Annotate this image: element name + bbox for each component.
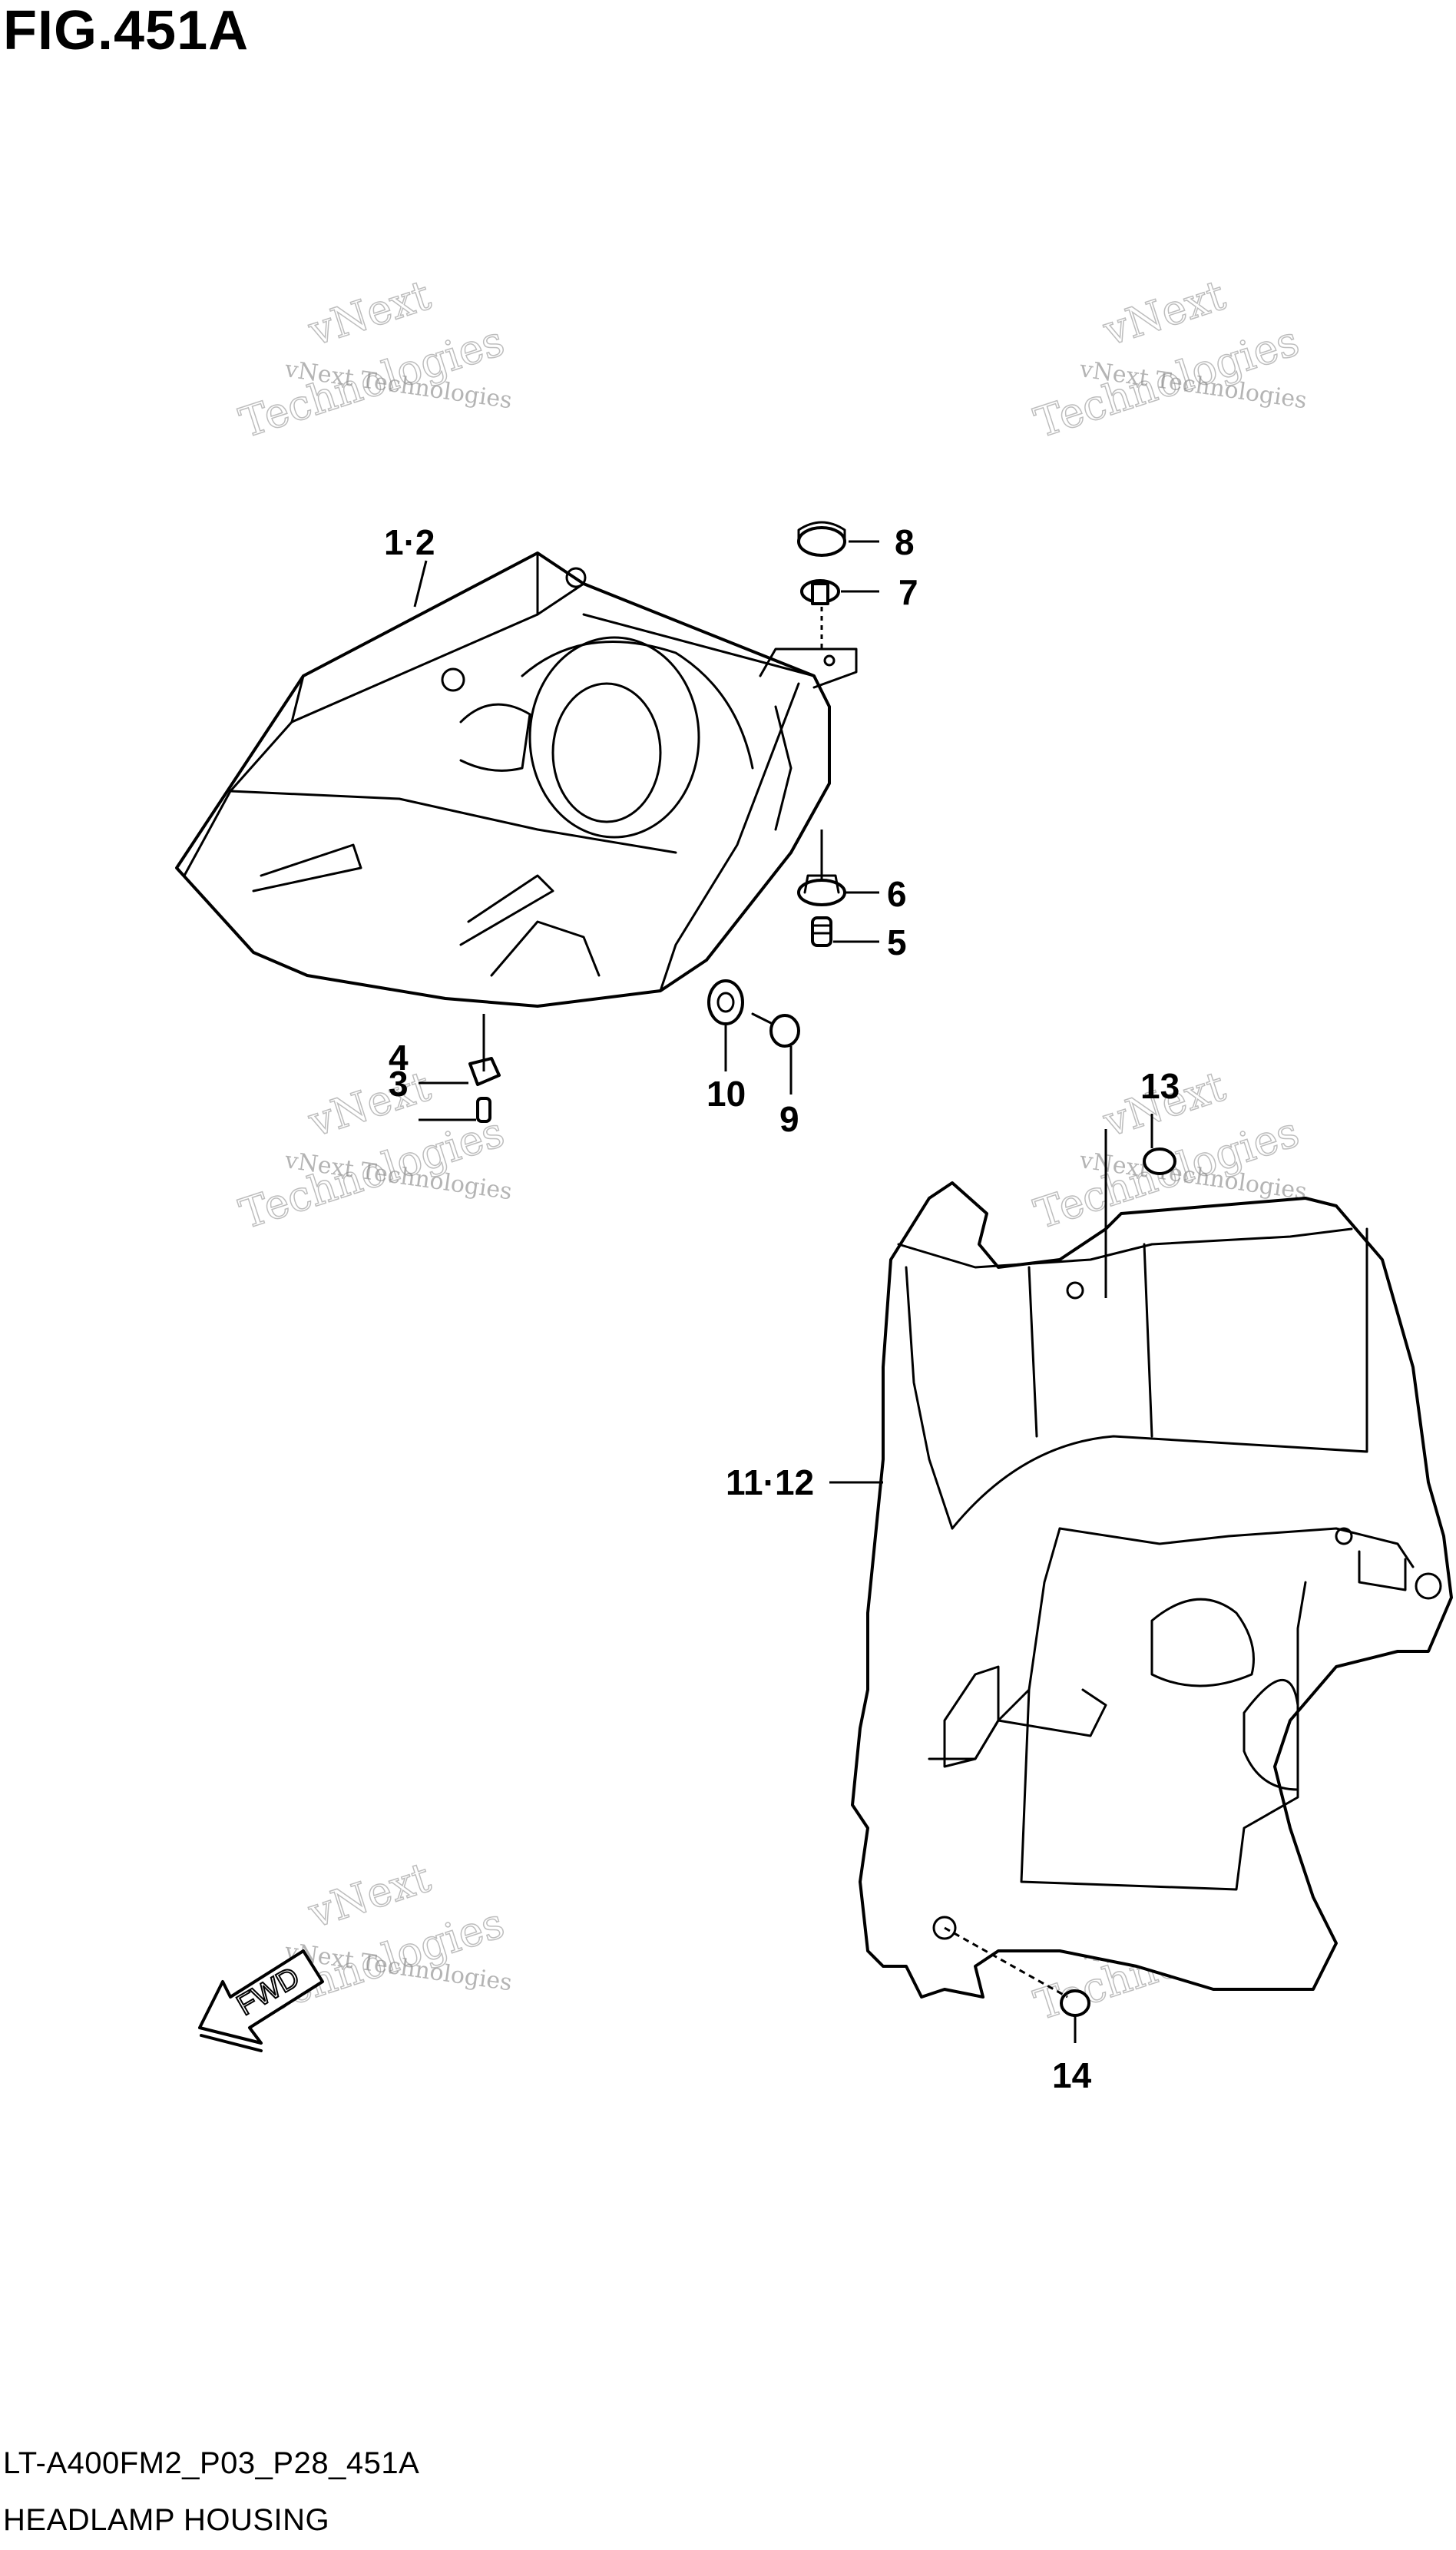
grommet-8 xyxy=(797,521,846,557)
callout-11-12: 11·12 xyxy=(726,1462,814,1502)
figure-title: FIG.451A xyxy=(3,0,250,61)
callout-9: 9 xyxy=(779,1099,799,1139)
bolt-9 xyxy=(751,1012,800,1048)
callout-6: 6 xyxy=(887,874,907,914)
clip-14 xyxy=(1060,1989,1090,2017)
collar-7 xyxy=(800,579,840,605)
callout-8: 8 xyxy=(895,522,915,562)
leader-lines xyxy=(413,540,1153,2043)
callout-13: 13 xyxy=(1140,1066,1180,1106)
bolt-5 xyxy=(811,916,832,947)
callout-5: 5 xyxy=(887,922,907,962)
grommet-10 xyxy=(707,979,744,1025)
inner-panel-part xyxy=(851,1181,1453,1999)
callout-3: 3 xyxy=(389,1064,409,1104)
figure-code: LT-A400FM2_P03_P28_451A xyxy=(3,2446,420,2480)
watermark-1: vNext Technologies vNext Technologies xyxy=(233,270,514,449)
figure-name: HEADLAMP HOUSING xyxy=(3,2503,330,2537)
callout-7: 7 xyxy=(898,572,918,612)
collar-6 xyxy=(797,874,846,906)
watermark-3: vNext Technologies vNext Technologies xyxy=(233,1061,514,1240)
callout-1-2: 1·2 xyxy=(384,522,435,562)
screw-3 xyxy=(476,1097,491,1123)
callout-4: 4 xyxy=(389,1038,409,1078)
watermark-2: vNext Technologies vNext Technologies xyxy=(1028,270,1309,449)
headlamp-housing-part xyxy=(175,551,858,1008)
clip-13 xyxy=(1143,1148,1176,1175)
callout-10: 10 xyxy=(706,1074,746,1114)
callout-14: 14 xyxy=(1052,2055,1092,2095)
